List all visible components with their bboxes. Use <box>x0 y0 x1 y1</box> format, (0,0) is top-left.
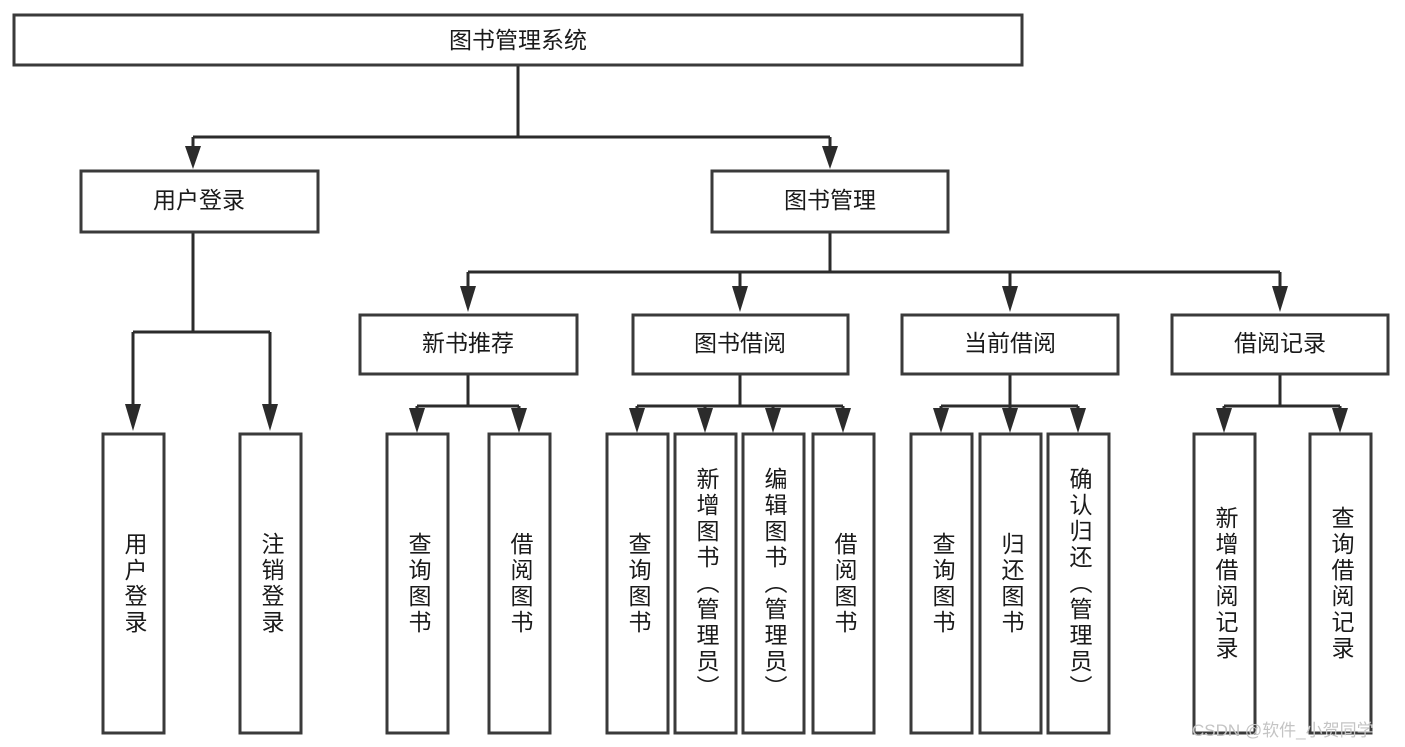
node-current-borrow[interactable]: 当前借阅 <box>900 313 1120 376</box>
node-leaf-confirm-return-box[interactable] <box>1046 432 1111 735</box>
node-borrow-record-box[interactable] <box>1170 313 1390 376</box>
arrow-head-leaf-user-login <box>125 404 141 431</box>
node-leaf-borrow-book-2[interactable]: 借阅图书 <box>811 432 876 735</box>
node-leaf-query-book-2-box[interactable] <box>605 432 670 735</box>
node-leaf-confirm-return[interactable]: 确认归还（管理员） <box>1046 432 1111 735</box>
node-root-label: 图书管理系统 <box>449 27 587 53</box>
arrow-head-leaf-add-book <box>697 408 713 433</box>
node-book-manage[interactable]: 图书管理 <box>710 169 950 234</box>
arrow-head-book-borrow <box>732 286 748 312</box>
node-new-book-recommend-label: 新书推荐 <box>422 330 514 356</box>
arrow-head-leaf-return-book <box>1002 408 1018 433</box>
node-user-login-label: 用户登录 <box>153 187 245 213</box>
node-borrow-record[interactable]: 借阅记录 <box>1170 313 1390 376</box>
node-leaf-return-book-label: 归还图书 <box>998 532 1025 636</box>
node-leaf-add-record-box[interactable] <box>1192 432 1257 735</box>
node-leaf-query-record[interactable]: 查询借阅记录 <box>1308 432 1373 735</box>
arrow-head-leaf-borrow-book-1 <box>511 408 527 433</box>
node-leaf-query-record-box[interactable] <box>1308 432 1373 735</box>
node-leaf-borrow-book-1[interactable]: 借阅图书 <box>487 432 552 735</box>
node-borrow-record-label: 借阅记录 <box>1234 330 1326 356</box>
node-leaf-user-login[interactable]: 用户登录 <box>101 432 166 735</box>
arrow-head-user-login <box>185 146 201 169</box>
node-current-borrow-box[interactable] <box>900 313 1120 376</box>
node-leaf-logout[interactable]: 注销登录 <box>238 432 303 735</box>
arrow-head-leaf-query-book-2 <box>629 408 645 433</box>
node-book-borrow-box[interactable] <box>631 313 850 376</box>
node-user-login-box[interactable] <box>79 169 320 234</box>
node-leaf-edit-book-label: 编辑图书（管理员） <box>761 467 788 701</box>
node-new-book-recommend-box[interactable] <box>358 313 579 376</box>
node-book-manage-label: 图书管理 <box>784 187 876 213</box>
node-leaf-query-book-3[interactable]: 查询图书 <box>909 432 974 735</box>
node-leaf-confirm-return-label: 确认归还（管理员） <box>1066 467 1093 701</box>
node-book-borrow[interactable]: 图书借阅 <box>631 313 850 376</box>
node-leaf-borrow-book-1-label: 借阅图书 <box>507 532 534 636</box>
arrow-head-leaf-query-record <box>1332 408 1348 433</box>
node-book-borrow-label: 图书借阅 <box>694 330 786 356</box>
node-leaf-add-book[interactable]: 新增图书（管理员） <box>673 432 738 735</box>
node-root-box[interactable] <box>12 13 1024 67</box>
arrow-head-leaf-query-book-1 <box>409 408 425 433</box>
node-leaf-borrow-book-2-label: 借阅图书 <box>831 532 858 636</box>
node-leaf-query-book-2-label: 查询图书 <box>625 532 652 636</box>
node-leaf-edit-book-box[interactable] <box>741 432 806 735</box>
connector-group-user-login <box>125 232 278 431</box>
node-leaf-logout-label: 注销登录 <box>258 532 285 636</box>
arrow-head-leaf-logout <box>262 404 278 431</box>
node-leaf-query-book-1-box[interactable] <box>385 432 450 735</box>
csdn-watermark: CSDN @软件_小贺同学 <box>1192 721 1374 740</box>
connector-group-root <box>185 65 838 169</box>
node-root[interactable]: 图书管理系统 <box>12 13 1024 67</box>
node-leaf-query-book-3-box[interactable] <box>909 432 974 735</box>
arrow-head-leaf-borrow-book-2 <box>835 408 851 433</box>
connector-group-book-borrow <box>629 374 851 433</box>
node-new-book-recommend[interactable]: 新书推荐 <box>358 313 579 376</box>
node-leaf-query-book-1[interactable]: 查询图书 <box>385 432 450 735</box>
node-leaf-query-book-1-label: 查询图书 <box>405 532 432 636</box>
connector-group-book-manage <box>460 232 1288 312</box>
connector-group-new-book-recommend <box>409 374 527 433</box>
node-user-login[interactable]: 用户登录 <box>79 169 320 234</box>
arrow-head-leaf-query-book-3 <box>933 408 949 433</box>
node-leaf-user-login-box[interactable] <box>101 432 166 735</box>
node-leaf-return-book-box[interactable] <box>978 432 1043 735</box>
node-book-manage-box[interactable] <box>710 169 950 234</box>
arrow-head-leaf-edit-book <box>765 408 781 433</box>
node-leaf-borrow-book-2-box[interactable] <box>811 432 876 735</box>
node-leaf-borrow-book-1-box[interactable] <box>487 432 552 735</box>
node-leaf-add-record-label: 新增借阅记录 <box>1212 506 1239 662</box>
node-leaf-query-record-label: 查询借阅记录 <box>1328 506 1355 662</box>
arrow-head-borrow-record <box>1272 286 1288 312</box>
arrow-head-book-manage <box>822 146 838 169</box>
node-leaf-add-record[interactable]: 新增借阅记录 <box>1192 432 1257 735</box>
node-leaf-query-book-3-label: 查询图书 <box>929 532 956 636</box>
node-leaf-edit-book[interactable]: 编辑图书（管理员） <box>741 432 806 735</box>
arrow-head-leaf-confirm-return <box>1070 408 1086 433</box>
node-leaf-query-book-2[interactable]: 查询图书 <box>605 432 670 735</box>
connector-group-borrow-record <box>1216 374 1348 433</box>
connector-group-current-borrow <box>933 374 1086 433</box>
node-leaf-add-book-label: 新增图书（管理员） <box>693 467 720 701</box>
node-current-borrow-label: 当前借阅 <box>964 330 1056 356</box>
node-leaf-return-book[interactable]: 归还图书 <box>978 432 1043 735</box>
node-leaf-logout-box[interactable] <box>238 432 303 735</box>
node-leaf-user-login-label: 用户登录 <box>121 532 148 636</box>
arrow-head-new-book-recommend <box>460 286 476 312</box>
node-leaf-add-book-box[interactable] <box>673 432 738 735</box>
arrow-head-current-borrow <box>1002 286 1018 312</box>
arrow-head-leaf-add-record <box>1216 408 1232 433</box>
